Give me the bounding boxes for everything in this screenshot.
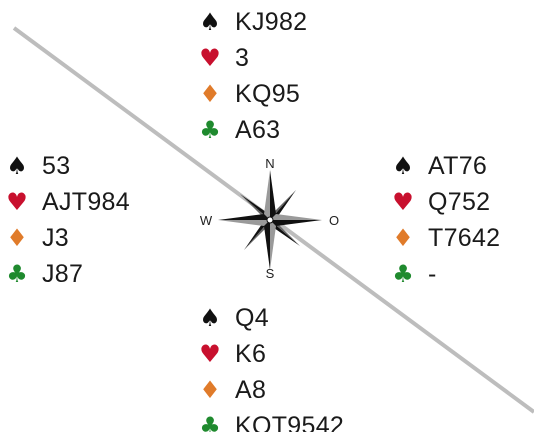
north-diamonds-cards: KQ95	[235, 80, 301, 108]
north-hearts-cards: 3	[235, 44, 250, 72]
south-spades-cards: Q4	[235, 304, 269, 332]
heart-icon: ♥	[6, 188, 28, 216]
club-icon: ♣	[6, 260, 28, 288]
west-spades-cards: 53	[42, 152, 71, 180]
south-clubs-cards: KQT9542	[235, 412, 345, 432]
club-icon: ♣	[392, 260, 414, 288]
spade-icon: ♠	[199, 304, 221, 332]
heart-icon: ♥	[392, 188, 414, 216]
north-clubs-cards: A63	[235, 116, 281, 144]
diamond-icon: ♦	[199, 80, 221, 108]
heart-icon: ♥	[199, 340, 221, 368]
south-hearts-cards: K6	[235, 340, 267, 368]
compass-east-label: O	[329, 213, 339, 228]
diamond-icon: ♦	[199, 376, 221, 404]
compass-north-label: N	[265, 158, 274, 171]
heart-icon: ♥	[199, 44, 221, 72]
spade-icon: ♠	[392, 152, 414, 180]
east-spades-cards: AT76	[428, 152, 488, 180]
club-icon: ♣	[199, 116, 221, 144]
west-hearts-cards: AJT984	[42, 188, 130, 216]
east-clubs-cards: -	[428, 260, 437, 288]
east-hearts-cards: Q752	[428, 188, 491, 216]
west-clubs-cards: J87	[42, 260, 84, 288]
south-diamonds-cards: A8	[235, 376, 267, 404]
diamond-icon: ♦	[392, 224, 414, 252]
compass-west-label: W	[200, 213, 213, 228]
north-spades-cards: KJ982	[235, 8, 308, 36]
east-diamonds-cards: T7642	[428, 224, 501, 252]
west-diamonds-cards: J3	[42, 224, 70, 252]
diamond-icon: ♦	[6, 224, 28, 252]
compass-south-label: S	[266, 266, 275, 281]
club-icon: ♣	[199, 412, 221, 432]
spade-icon: ♠	[199, 8, 221, 36]
spade-icon: ♠	[6, 152, 28, 180]
compass-rose-icon: N S W O	[200, 158, 339, 281]
